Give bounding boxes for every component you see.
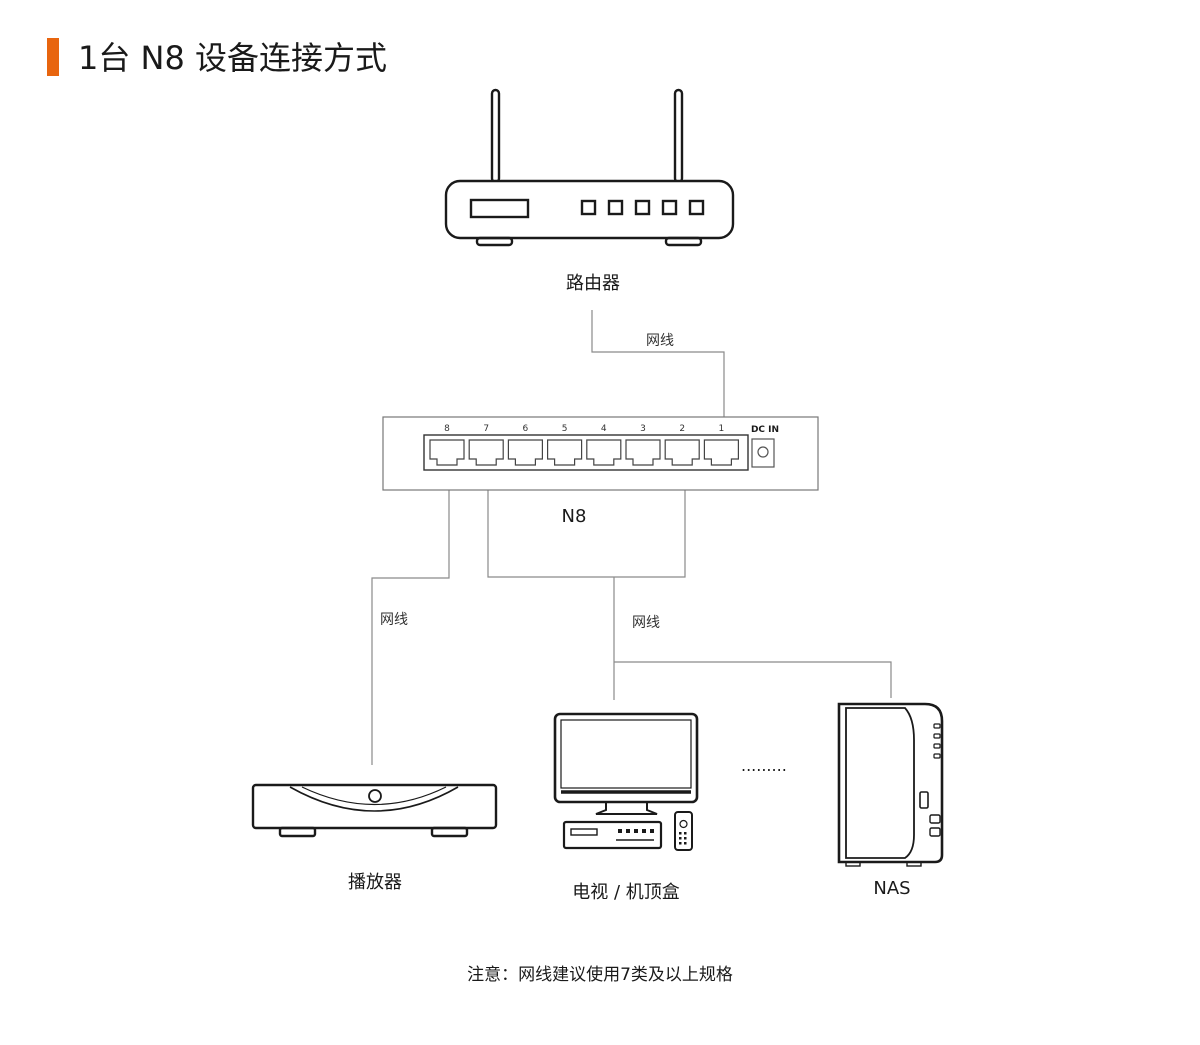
player-foot-left (278, 826, 317, 838)
player-label: 播放器 (348, 872, 402, 893)
cables (371, 310, 892, 765)
nas-icon (837, 702, 944, 867)
port-number-8: 8 (444, 424, 450, 434)
port-number-5: 5 (562, 424, 568, 434)
port-number-4: 4 (601, 424, 607, 434)
nas-button (929, 827, 941, 837)
cable-label-router-n8: 网线 (646, 333, 674, 349)
router-light (607, 199, 624, 216)
router-light (580, 199, 597, 216)
nas-status-lights (933, 723, 941, 759)
port-number-3: 3 (640, 424, 646, 434)
tv-stand (595, 802, 658, 815)
n8-label: N8 (561, 506, 587, 527)
cable-router-to-n8 (591, 310, 725, 452)
cable-spec-note: 注意：网线建议使用7类及以上规格 (467, 965, 733, 985)
page-title: 1台 N8 设备连接方式 (78, 39, 388, 77)
dc-in-jack (757, 446, 769, 458)
switch-ports (429, 439, 739, 466)
tv-screen (560, 719, 692, 789)
router-icon (444, 88, 735, 247)
player-foot-right (430, 826, 469, 838)
cable-n8-port7-to-hub (487, 465, 686, 578)
router-display (469, 198, 530, 219)
cable-label-n8-player: 网线 (380, 612, 408, 628)
title-accent-bar (47, 38, 59, 76)
remote-control (674, 811, 693, 851)
cable-n8-to-player (371, 465, 450, 765)
remote-dpad (679, 819, 688, 829)
rj45-port-7 (468, 439, 504, 466)
router-light (688, 199, 705, 216)
router-foot-left (475, 236, 514, 247)
router-antenna-right (673, 88, 684, 184)
rj45-port-2 (664, 439, 700, 466)
stb-lights (618, 829, 654, 833)
port-number-6: 6 (523, 424, 529, 434)
port-number-7: 7 (483, 424, 489, 434)
nas-usb-port (919, 791, 929, 809)
media-player-icon (251, 783, 498, 838)
rj45-port-5 (547, 439, 583, 466)
more-devices-ellipsis: ......... (741, 756, 787, 775)
switch-port-numbers: 8 7 6 5 4 3 2 1 (444, 424, 724, 434)
tv-frame (553, 712, 699, 804)
dc-in-label: DC IN (751, 425, 779, 435)
player-front-curve (289, 786, 459, 812)
rj45-port-1 (703, 439, 739, 466)
port-number-2: 2 (679, 424, 685, 434)
cable-hub-to-nas (614, 661, 892, 698)
tv-stb-label: 电视 / 机顶盒 (572, 882, 680, 903)
rj45-port-6 (507, 439, 543, 466)
stb-slot (570, 828, 598, 836)
dc-in-port (751, 438, 775, 468)
router-light (661, 199, 678, 216)
player-front-curve-inner (301, 786, 447, 805)
router-antenna-left (490, 88, 501, 184)
router-light (634, 199, 651, 216)
rj45-port-3 (625, 439, 661, 466)
nas-button (929, 814, 941, 824)
nas-label: NAS (873, 878, 911, 899)
remote-buttons (679, 832, 687, 845)
n8-switch-icon: 8 7 6 5 4 3 2 1 DC IN (382, 416, 819, 491)
port-number-1: 1 (719, 424, 725, 434)
nas-front-panel (845, 707, 915, 859)
rj45-port-4 (586, 439, 622, 466)
player-body (251, 783, 498, 830)
cable-label-n8-tv-nas: 网线 (632, 615, 660, 631)
nas-foot-right (906, 861, 922, 867)
player-power-button (368, 789, 382, 803)
router-foot-right (664, 236, 703, 247)
router-label: 路由器 (566, 273, 620, 294)
router-body (444, 179, 735, 240)
nas-body (837, 702, 944, 864)
nas-foot-left (845, 861, 861, 867)
tv-stb-icon (553, 712, 699, 851)
rj45-port-8 (429, 439, 465, 466)
